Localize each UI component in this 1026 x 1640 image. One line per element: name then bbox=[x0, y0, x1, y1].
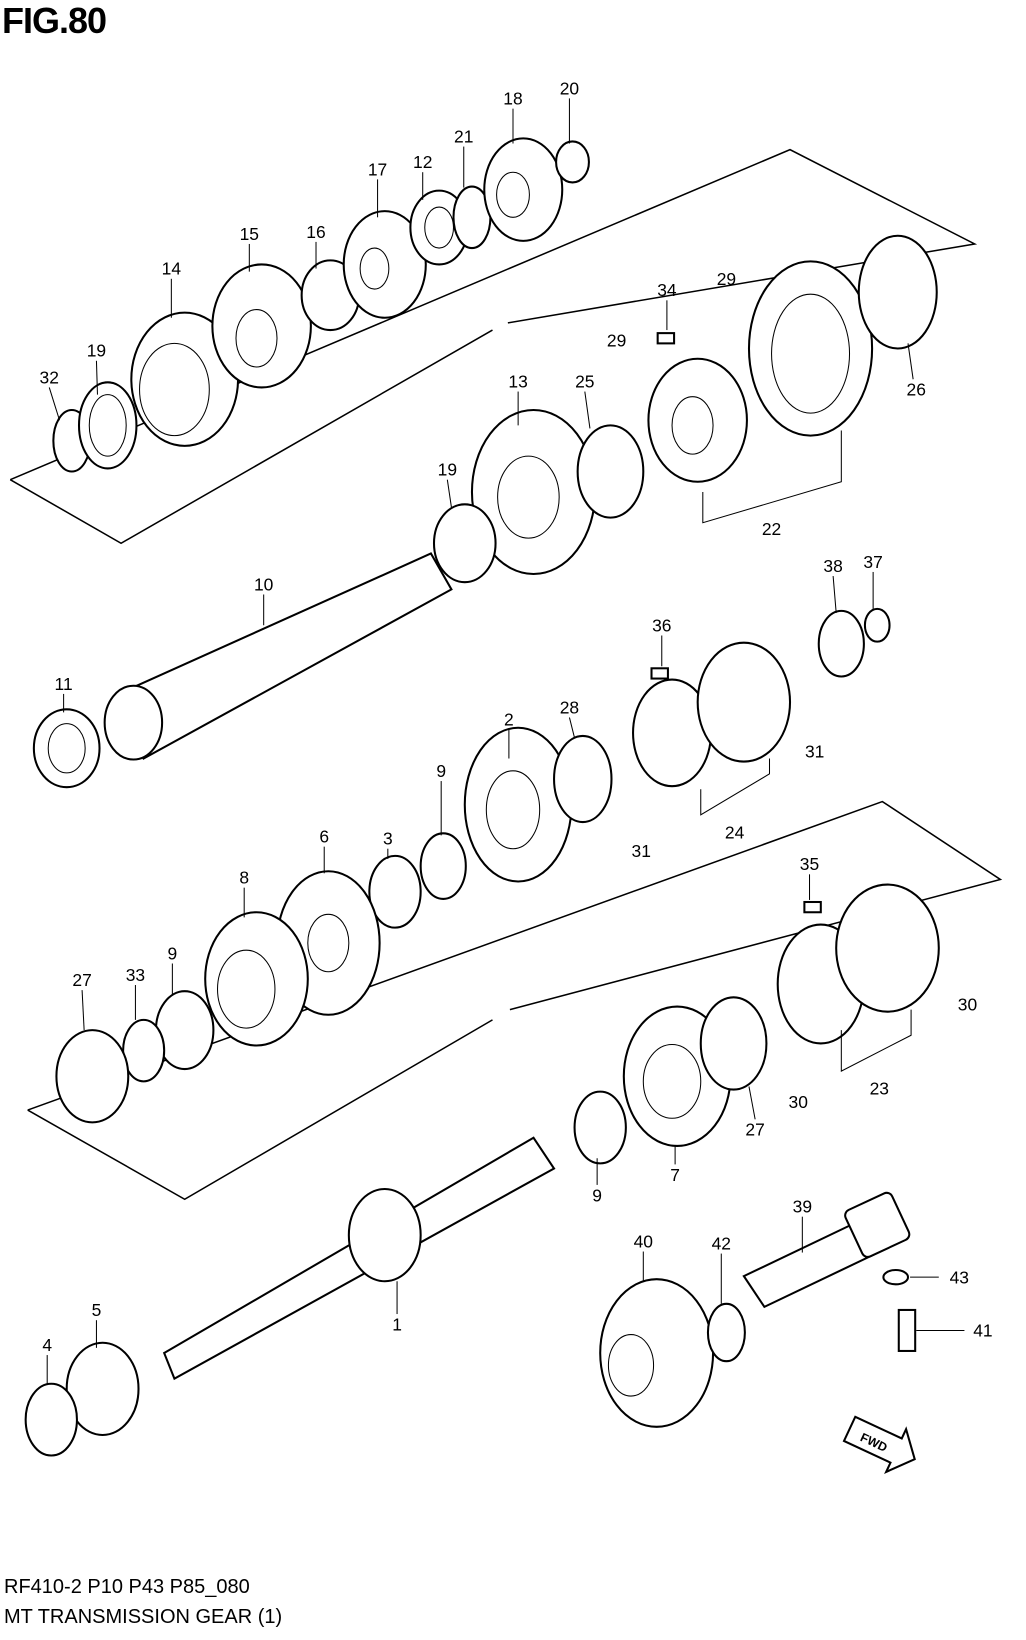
gear-8 bbox=[204, 911, 309, 1047]
bearing-11 bbox=[32, 708, 101, 789]
part-label: 20 bbox=[560, 78, 580, 98]
part-label: 43 bbox=[950, 1267, 969, 1287]
part-label: 13 bbox=[508, 371, 527, 391]
bolt-41 bbox=[897, 1308, 917, 1352]
gear-2 bbox=[463, 726, 573, 883]
snap-ring-33 bbox=[122, 1018, 166, 1083]
part-label: 9 bbox=[436, 761, 446, 781]
part-label: 40 bbox=[634, 1231, 654, 1251]
part-label: 15 bbox=[240, 224, 259, 244]
part-label: 29 bbox=[717, 269, 736, 289]
part-label: 2 bbox=[504, 710, 514, 730]
part-label: 38 bbox=[823, 556, 842, 576]
synchro-ring-28 bbox=[553, 734, 613, 824]
part-label: 33 bbox=[126, 965, 145, 985]
washer-42 bbox=[706, 1302, 746, 1363]
part-label: 39 bbox=[793, 1197, 812, 1217]
part-label: 19 bbox=[438, 460, 457, 480]
part-label: 34 bbox=[657, 280, 677, 300]
part-label: 23 bbox=[870, 1079, 889, 1099]
synchro-ring-27b bbox=[699, 996, 768, 1091]
parts-lower bbox=[24, 883, 940, 1457]
part-label: 18 bbox=[503, 89, 522, 109]
needle-bearing-19 bbox=[77, 381, 138, 470]
sleeve-22 bbox=[747, 260, 874, 437]
part-label: 12 bbox=[413, 152, 432, 172]
needle-bearing-9 bbox=[419, 832, 467, 900]
nut-20 bbox=[555, 140, 590, 184]
part-label: 22 bbox=[762, 519, 781, 539]
part-label: 41 bbox=[973, 1321, 992, 1341]
part-label: 3 bbox=[383, 829, 393, 849]
part-label: 37 bbox=[863, 552, 882, 572]
part-label: 35 bbox=[800, 854, 819, 874]
part-label: 42 bbox=[712, 1233, 731, 1253]
part-label: 30 bbox=[958, 995, 978, 1015]
part-label: 30 bbox=[789, 1092, 809, 1112]
sleeve-23 bbox=[835, 883, 940, 1013]
gear-17 bbox=[342, 210, 427, 319]
part-label: 8 bbox=[239, 868, 249, 888]
sleeve-3 bbox=[368, 854, 422, 929]
leader-lines bbox=[46, 98, 965, 1384]
needle-bearing-19b bbox=[432, 503, 497, 584]
key-36 bbox=[650, 667, 669, 680]
washer-38 bbox=[817, 609, 865, 678]
group-box-lower bbox=[27, 800, 1003, 1201]
part-label: 10 bbox=[254, 574, 274, 594]
part-label: 9 bbox=[592, 1185, 602, 1205]
diagram-code: RF410-2 P10 P43 P85_080 bbox=[4, 1576, 250, 1598]
synchro-ring-27 bbox=[55, 1029, 130, 1124]
part-label: 36 bbox=[652, 615, 671, 635]
part-label: 9 bbox=[168, 943, 178, 963]
part-label: 28 bbox=[560, 697, 579, 717]
synchro-hub-22 bbox=[647, 357, 748, 483]
part-label: 32 bbox=[40, 367, 59, 387]
fwd-arrow-icon: FWD bbox=[842, 1415, 916, 1474]
part-label: 4 bbox=[42, 1335, 52, 1355]
synchro-ring-26 bbox=[857, 234, 938, 350]
gear-18 bbox=[483, 137, 564, 242]
part-label: 14 bbox=[162, 259, 182, 279]
reverse-gear-40 bbox=[599, 1278, 715, 1428]
figure-title: FIG.80 bbox=[2, 0, 107, 41]
part-labels: 32 19 14 15 16 17 12 21 18 20 34 29 29 2… bbox=[40, 78, 993, 1355]
synchro-ring-25 bbox=[576, 424, 645, 519]
part-label: 11 bbox=[55, 674, 73, 694]
gear-15 bbox=[211, 263, 312, 389]
part-label: 27 bbox=[745, 1120, 764, 1140]
bearing-5 bbox=[65, 1341, 140, 1437]
part-label: 17 bbox=[368, 159, 387, 179]
part-label: 31 bbox=[632, 841, 651, 861]
part-label: 21 bbox=[454, 126, 473, 146]
shaft-10 bbox=[32, 552, 453, 789]
washer-43 bbox=[882, 1268, 910, 1286]
oil-seal-4 bbox=[24, 1382, 78, 1457]
part-label: 19 bbox=[87, 341, 106, 361]
part-label: 25 bbox=[575, 371, 594, 391]
part-label: 24 bbox=[725, 822, 745, 842]
parts-upper bbox=[52, 137, 938, 584]
snap-ring-37 bbox=[863, 607, 891, 643]
part-label: 1 bbox=[392, 1314, 402, 1334]
parts-middle bbox=[55, 607, 891, 1124]
part-label: 29 bbox=[607, 330, 626, 350]
key-34 bbox=[656, 332, 676, 345]
part-label: 27 bbox=[72, 970, 91, 990]
sleeve-24 bbox=[696, 641, 792, 763]
part-label: 31 bbox=[805, 741, 824, 761]
part-label: 26 bbox=[907, 380, 926, 400]
diagram-name: MT TRANSMISSION GEAR (1) bbox=[4, 1606, 283, 1628]
part-label: 7 bbox=[670, 1165, 680, 1185]
part-label: 6 bbox=[319, 827, 329, 847]
key-35 bbox=[803, 900, 822, 914]
needle-bearing-9c bbox=[573, 1090, 627, 1165]
part-label: 5 bbox=[92, 1300, 102, 1320]
part-label: 16 bbox=[306, 222, 325, 242]
